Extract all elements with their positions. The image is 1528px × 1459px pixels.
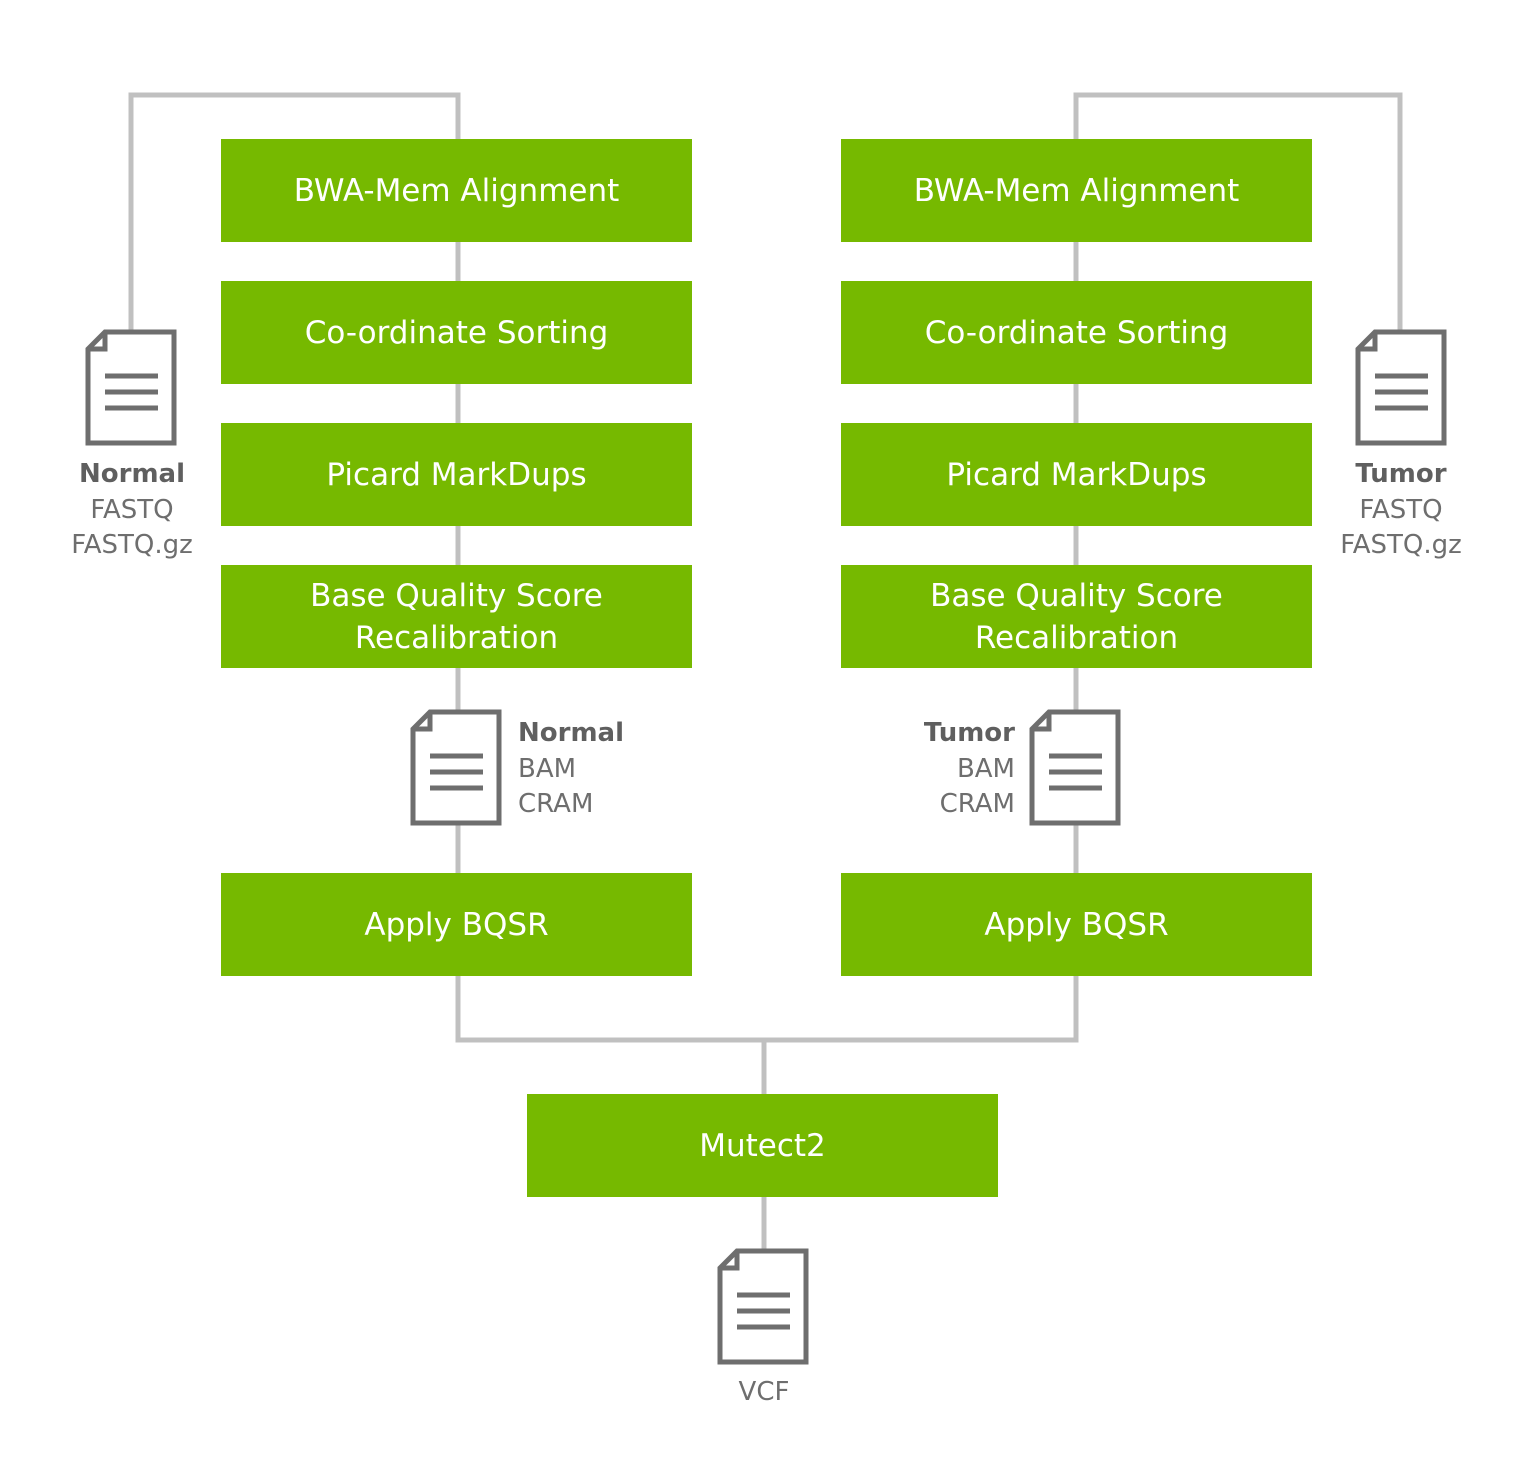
- normal-fastq-gz-format: FASTQ.gz: [71, 530, 193, 560]
- normal-step-bwa-mem: BWA-Mem Alignment: [221, 139, 692, 242]
- tumor-fastq-title: Tumor: [1355, 459, 1447, 489]
- tumor-bam-label: Tumor BAM CRAM: [855, 716, 1015, 823]
- normal-step-picard-markdups: Picard MarkDups: [221, 423, 692, 526]
- tumor-step-coordinate-sorting: Co-ordinate Sorting: [841, 281, 1312, 384]
- tumor-step-apply-bqsr: Apply BQSR: [841, 873, 1312, 976]
- tumor-bam-title: Tumor: [923, 718, 1015, 748]
- normal-bam-title: Normal: [518, 718, 624, 748]
- tumor-cram-format: CRAM: [939, 789, 1015, 819]
- mutect2-step: Mutect2: [527, 1094, 998, 1197]
- tumor-fastq-gz-format: FASTQ.gz: [1340, 530, 1462, 560]
- normal-bam-label: Normal BAM CRAM: [518, 716, 678, 823]
- tumor-input-connector: [1073, 92, 1403, 330]
- normal-input-connector: [128, 92, 461, 330]
- tumor-bam-format: BAM: [956, 753, 1015, 784]
- normal-fastq-title: Normal: [79, 459, 185, 489]
- normal-bam-document-icon: [410, 709, 502, 826]
- normal-fastq-label: Normal FASTQ FASTQ.gz: [42, 457, 222, 564]
- tumor-bam-document-icon: [1029, 709, 1121, 826]
- normal-step-bqsr: Base Quality Score Recalibration: [221, 565, 692, 668]
- tumor-fastq-format: FASTQ: [1359, 494, 1443, 525]
- vcf-document-icon: [717, 1248, 809, 1365]
- vcf-label: VCF: [684, 1375, 844, 1411]
- tumor-fastq-label: Tumor FASTQ FASTQ.gz: [1311, 457, 1491, 564]
- normal-cram-format: CRAM: [518, 789, 594, 819]
- normal-step-apply-bqsr: Apply BQSR: [221, 873, 692, 976]
- normal-bam-format: BAM: [518, 753, 577, 784]
- normal-fastq-format: FASTQ: [90, 494, 174, 525]
- tumor-step-picard-markdups: Picard MarkDups: [841, 423, 1312, 526]
- tumor-step-bwa-mem: BWA-Mem Alignment: [841, 139, 1312, 242]
- tumor-fastq-document-icon: [1355, 329, 1447, 446]
- merge-connector: [455, 975, 1079, 1043]
- vcf-format: VCF: [738, 1377, 790, 1407]
- normal-fastq-document-icon: [85, 329, 177, 446]
- normal-step-coordinate-sorting: Co-ordinate Sorting: [221, 281, 692, 384]
- tumor-step-bqsr: Base Quality Score Recalibration: [841, 565, 1312, 668]
